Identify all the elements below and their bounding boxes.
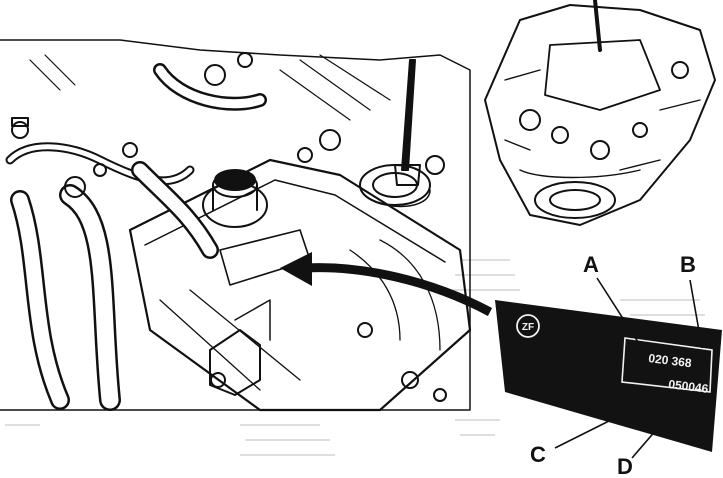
callout-d: D bbox=[617, 454, 633, 478]
inset-transmission-sketch bbox=[484, 0, 716, 226]
plate-logo-text: ZF bbox=[522, 322, 534, 333]
callout-leaders bbox=[554, 277, 703, 459]
pointer-arrow bbox=[280, 252, 493, 316]
engine-bay-illustration bbox=[0, 39, 472, 412]
callout-a: A bbox=[583, 252, 599, 277]
callout-c: C bbox=[530, 442, 546, 467]
zf-logo-icon bbox=[516, 314, 540, 338]
plate-code-top: 020 368 bbox=[648, 351, 693, 370]
callout-b: B bbox=[680, 252, 696, 277]
identification-plate: ZF 020 368 050046 bbox=[495, 300, 722, 452]
plate-code-bottom: 050046 bbox=[668, 377, 710, 396]
